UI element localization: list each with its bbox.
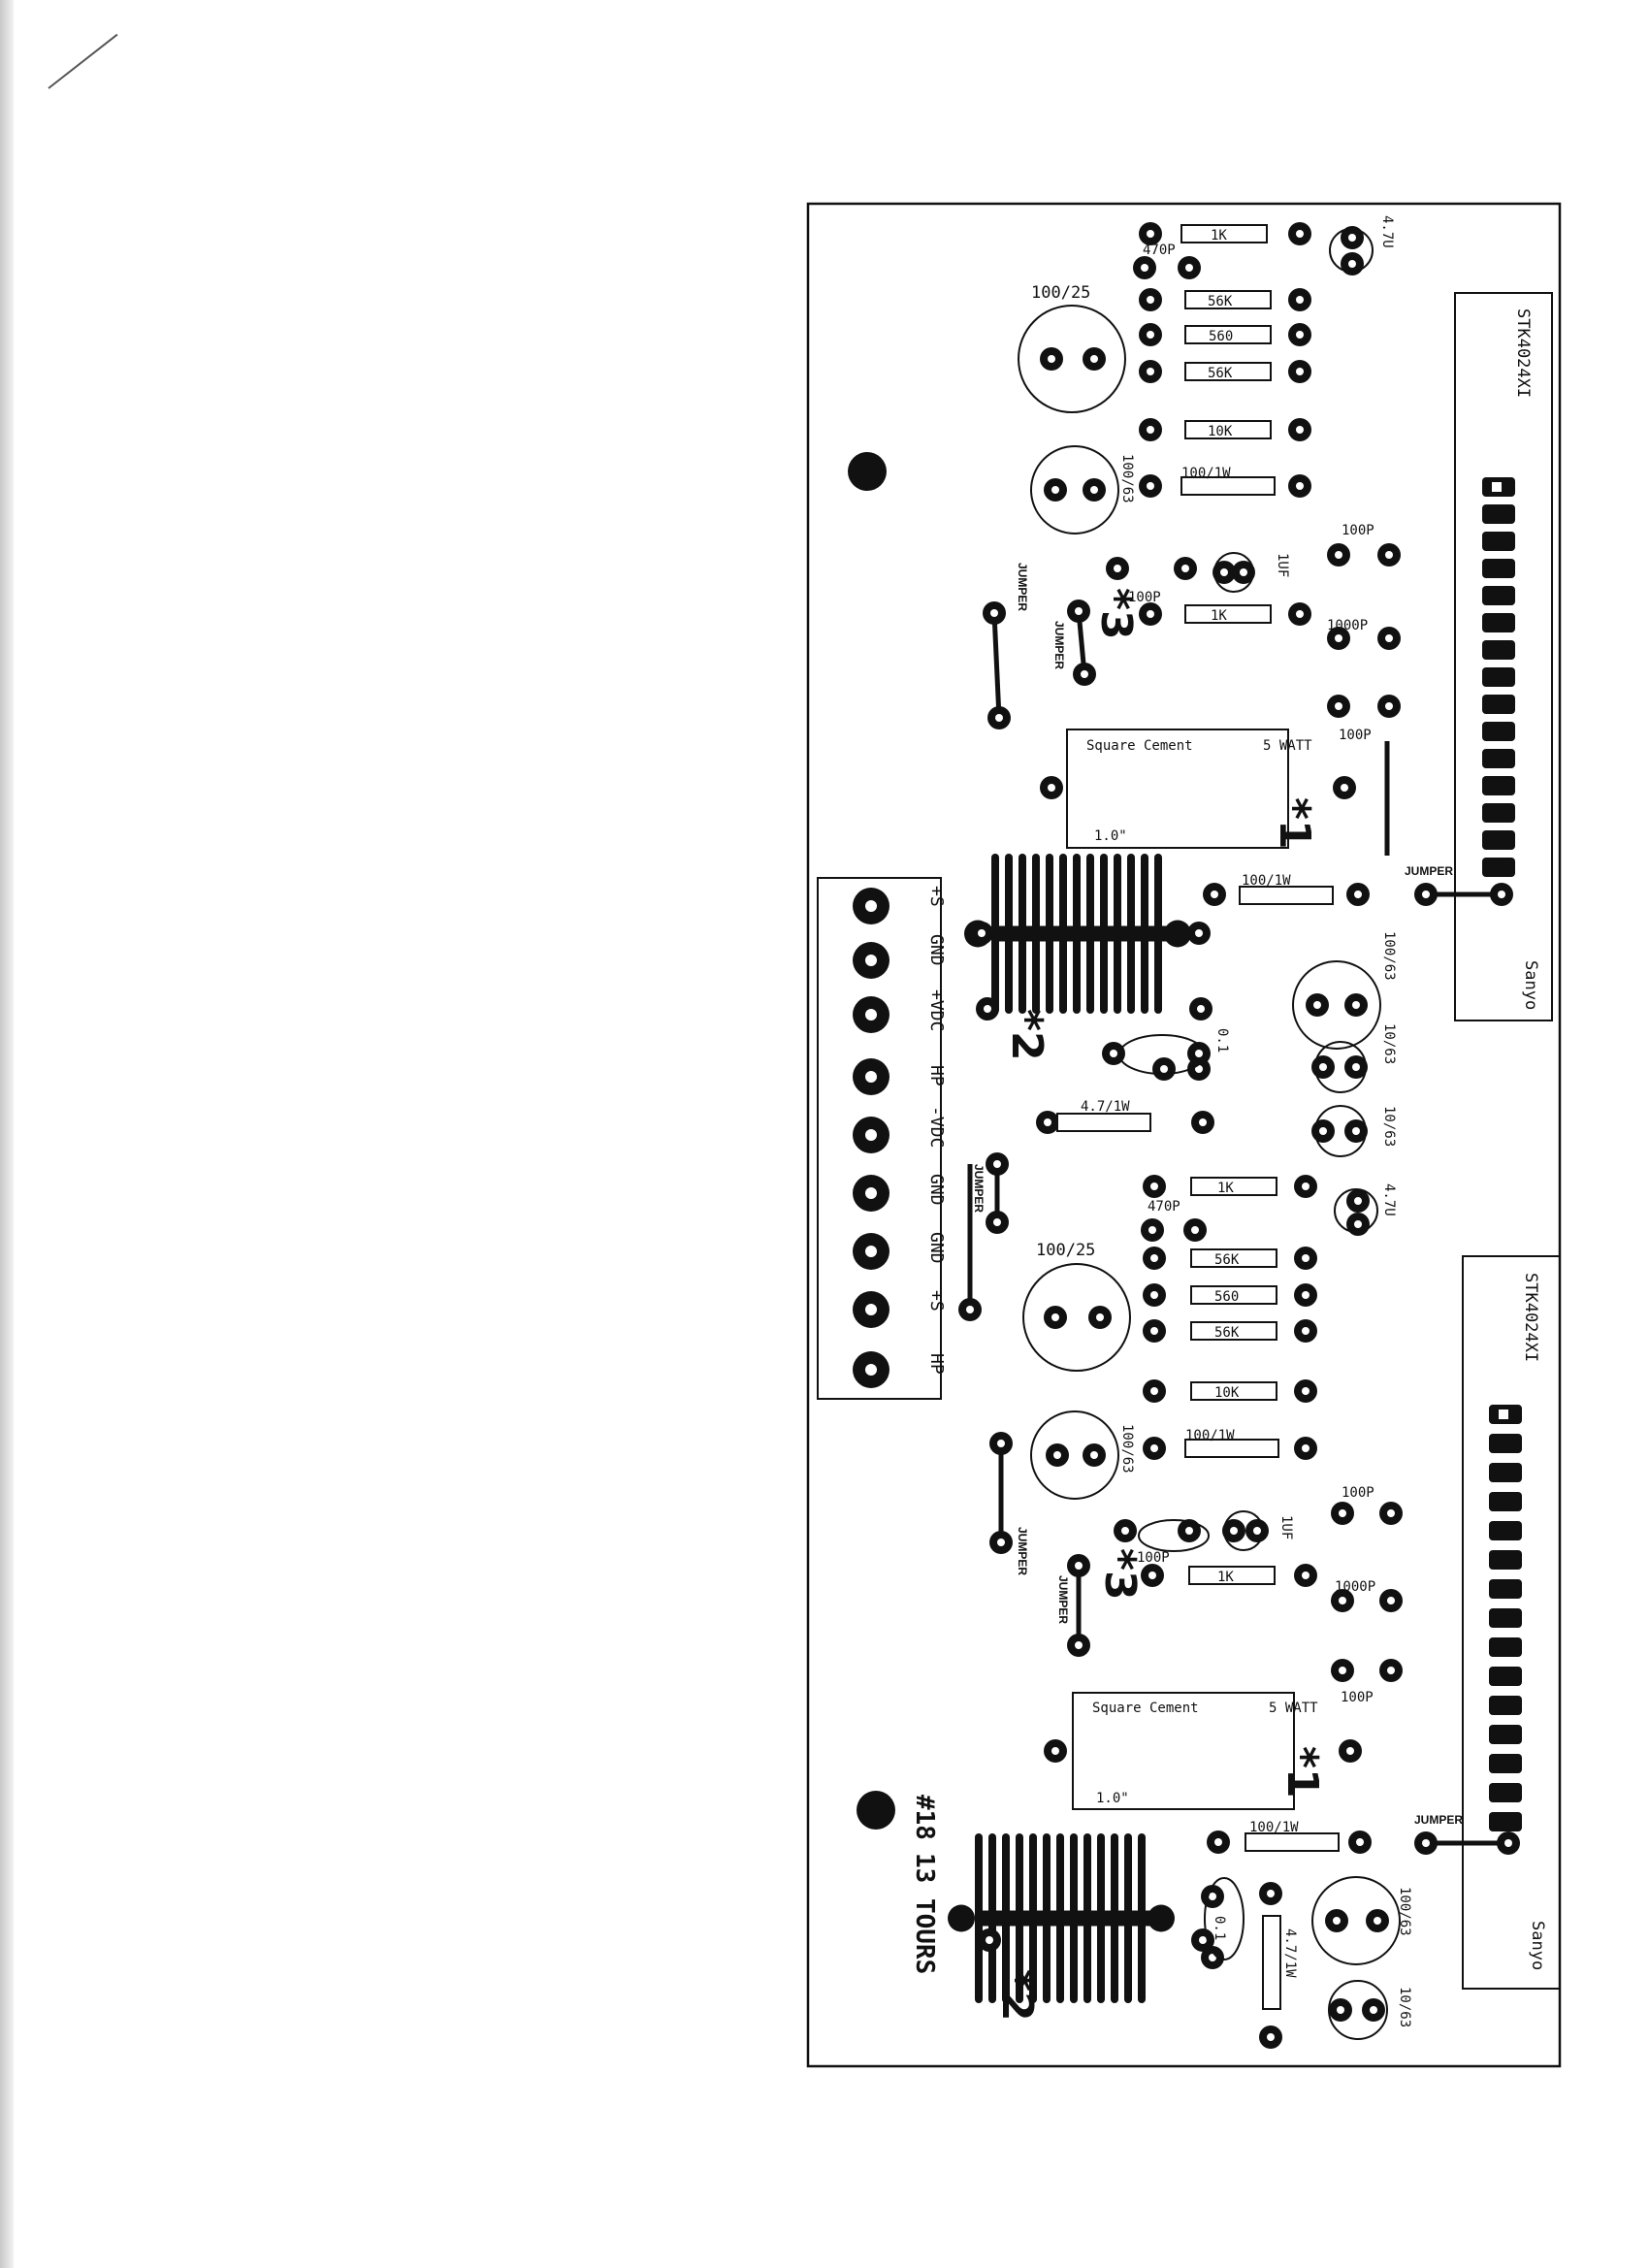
ic-part-top: STK4024XI bbox=[1513, 308, 1533, 398]
cement-type-label-1: Square Cement bbox=[1086, 738, 1193, 754]
cap-100-63-a-label-1: 100/63 bbox=[1119, 454, 1135, 503]
cap-100-25-label-2: 100/25 bbox=[1036, 1241, 1095, 1260]
res-4.7-1w-label-1: 4.7/1W bbox=[1081, 1099, 1130, 1115]
cap-1uf-label-1: 1UF bbox=[1275, 553, 1290, 577]
cement-resistor-outline-bottom bbox=[1072, 1692, 1295, 1810]
cap-100p-b-label-2: 100P bbox=[1137, 1550, 1170, 1566]
component-pads bbox=[958, 222, 1520, 2049]
cap-470p-label-2: 470P bbox=[1148, 1199, 1180, 1215]
cap-100p-c-label-2: 100P bbox=[1341, 1690, 1374, 1705]
res-560-label-1: 560 bbox=[1209, 329, 1233, 344]
cap-100p-a-label-1: 100P bbox=[1342, 523, 1374, 538]
res-1k-a-label-1: 1K bbox=[1211, 228, 1227, 243]
cap-10-63-a-label-1: 10/63 bbox=[1381, 1023, 1397, 1064]
cap-1000p-label-1: 1000P bbox=[1327, 618, 1368, 633]
cap-1000p-label-2: 1000P bbox=[1335, 1579, 1375, 1595]
res-1k-b-label-1: 1K bbox=[1211, 608, 1227, 624]
note-mark-2-ch1: *2 bbox=[1002, 1009, 1051, 1061]
cap-0.1-label-2: 0.1 bbox=[1212, 1916, 1227, 1940]
jumper-label-2d: JUMPER bbox=[1414, 1813, 1463, 1827]
res-1k-b-label-2: 1K bbox=[1217, 1570, 1234, 1585]
terminal-label-4: HP bbox=[926, 1065, 947, 1086]
page-binding-edge bbox=[0, 0, 14, 2268]
res-100-1w-a-label-1: 100/1W bbox=[1181, 466, 1231, 481]
terminal-pads bbox=[853, 888, 889, 1388]
res-1k-a-label-2: 1K bbox=[1217, 1181, 1234, 1196]
mounting-hole-bottom bbox=[857, 1791, 895, 1830]
jumper-label-1b: JUMPER bbox=[1052, 621, 1066, 669]
terminal-label-8: +S bbox=[926, 1290, 947, 1312]
cap-1uf-label-2: 1UF bbox=[1278, 1515, 1294, 1539]
res-10k-label-1: 10K bbox=[1208, 424, 1233, 439]
cap-470p-label-1: 470P bbox=[1143, 243, 1176, 258]
res-10k-label-2: 10K bbox=[1214, 1385, 1240, 1401]
res-4.7-1w-label-2: 4.7/1W bbox=[1282, 1928, 1298, 1978]
cement-type-label-2: Square Cement bbox=[1092, 1701, 1199, 1716]
cap-100p-a-label-2: 100P bbox=[1342, 1485, 1374, 1501]
note-mark-3-ch1: *3 bbox=[1091, 588, 1141, 640]
cement-size-label-2: 1.0" bbox=[1096, 1791, 1129, 1806]
res-56k-a-label-2: 56K bbox=[1214, 1252, 1240, 1268]
res-56k-b-label-2: 56K bbox=[1214, 1325, 1240, 1341]
ic-outline-top bbox=[1454, 292, 1553, 1021]
res-100-1w-b-label-2: 100/1W bbox=[1249, 1820, 1299, 1835]
cement-rating-label-1: 5 WATT bbox=[1263, 738, 1312, 754]
jumper-label-2b: JUMPER bbox=[1016, 1527, 1029, 1575]
terminal-label-5: -VDC bbox=[926, 1106, 947, 1148]
board-mark: #18 bbox=[910, 1795, 939, 1840]
terminal-block bbox=[817, 877, 942, 1400]
jumper-label-1a: JUMPER bbox=[1016, 563, 1029, 611]
res-56k-b-label-1: 56K bbox=[1208, 366, 1233, 381]
terminal-label-1: +S bbox=[926, 886, 947, 907]
ic-part-bottom: STK4024XI bbox=[1521, 1273, 1540, 1362]
cap-4.7u-label-2: 4.7U bbox=[1381, 1183, 1397, 1216]
res-56k-a-label-1: 56K bbox=[1208, 294, 1233, 309]
note-mark-3-ch2: *3 bbox=[1095, 1548, 1145, 1601]
cap-100-63-b-label-1: 100/63 bbox=[1381, 931, 1397, 981]
note-mark-1-ch1: *1 bbox=[1270, 797, 1319, 850]
cap-100-63-a-label-2: 100/63 bbox=[1119, 1424, 1135, 1474]
board-outline bbox=[806, 202, 1562, 2068]
cap-4.7u-label-1: 4.7U bbox=[1379, 215, 1395, 248]
electrolytic-cap-outlines bbox=[1018, 228, 1401, 2040]
cap-100p-c-label-1: 100P bbox=[1339, 728, 1372, 743]
terminal-label-2: GND bbox=[926, 934, 947, 966]
winding-note: 13 TOURS bbox=[910, 1853, 939, 1974]
ic-maker-top: Sanyo bbox=[1521, 960, 1540, 1010]
cement-resistor-outline-top bbox=[1066, 729, 1289, 849]
mounting-hole-top bbox=[848, 452, 887, 491]
jumper-label-1c: JUMPER bbox=[1405, 864, 1453, 878]
cap-10-63-a-label-2: 10/63 bbox=[1397, 1987, 1412, 2027]
cap-100-25-label-1: 100/25 bbox=[1031, 283, 1090, 303]
note-mark-2-ch2: *2 bbox=[992, 1969, 1042, 2022]
terminal-label-3: +VDC bbox=[926, 989, 947, 1031]
ic-maker-bottom: Sanyo bbox=[1528, 1921, 1547, 1970]
jumper-label-2a: JUMPER bbox=[972, 1164, 986, 1213]
terminal-label-6: GND bbox=[926, 1174, 947, 1206]
ic-outline-bottom bbox=[1462, 1255, 1561, 1990]
res-100-1w-b-label-1: 100/1W bbox=[1242, 873, 1291, 889]
cap-0.1-label-1: 0.1 bbox=[1214, 1028, 1230, 1053]
terminal-label-7: GND bbox=[926, 1232, 947, 1264]
terminal-label-9: HP bbox=[926, 1353, 947, 1375]
cement-rating-label-2: 5 WATT bbox=[1269, 1701, 1318, 1716]
cap-100p-b-label-1: 100P bbox=[1128, 590, 1161, 605]
heatsinks bbox=[948, 854, 1191, 2003]
cement-size-label-1: 1.0" bbox=[1094, 828, 1127, 844]
cap-10-63-b-label-1: 10/63 bbox=[1381, 1106, 1397, 1147]
note-mark-1-ch2: *1 bbox=[1277, 1746, 1327, 1798]
ic-pin-rows bbox=[1482, 477, 1522, 1831]
jumper-label-2c: JUMPER bbox=[1056, 1575, 1070, 1624]
res-100-1w-a-label-2: 100/1W bbox=[1185, 1428, 1235, 1443]
res-560-label-2: 560 bbox=[1214, 1289, 1239, 1305]
cap-100-63-b-label-2: 100/63 bbox=[1397, 1887, 1412, 1936]
resistor-bodies bbox=[1056, 224, 1340, 2010]
